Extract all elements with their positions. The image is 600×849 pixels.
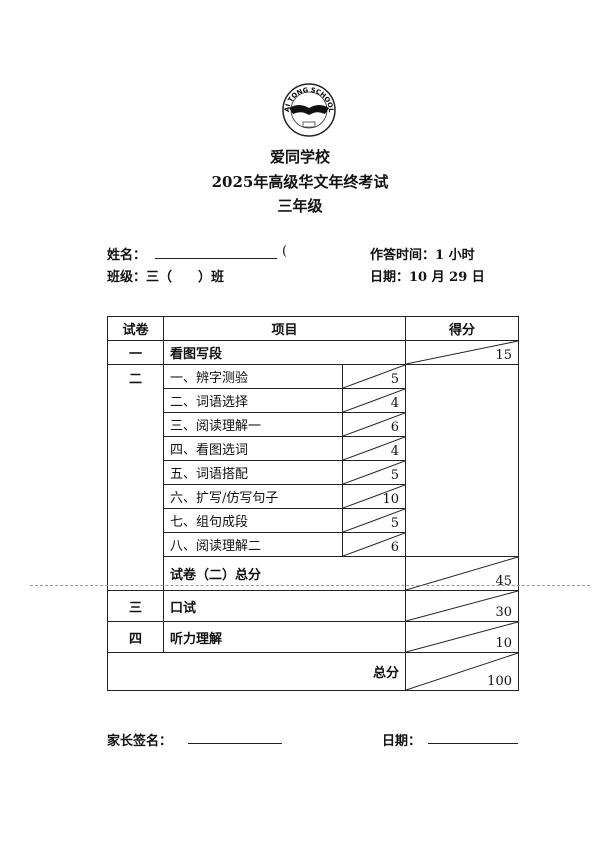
row4-score: 10 xyxy=(405,621,519,653)
row3-score: 30 xyxy=(405,590,519,622)
row4-item: 听力理解 xyxy=(163,621,406,653)
score-value: 15 xyxy=(495,348,512,363)
score-value: 4 xyxy=(390,396,399,411)
diagonal-line xyxy=(343,365,405,388)
score-value: 10 xyxy=(382,492,399,507)
subitem-score: 4 xyxy=(342,388,406,413)
subitem-score: 5 xyxy=(342,364,406,389)
footer-date-label: 日期： xyxy=(382,734,422,749)
header-paper: 试卷 xyxy=(107,316,164,341)
grand-total-score: 100 xyxy=(405,652,519,691)
school-name: 爱同学校 xyxy=(269,148,330,166)
score-value: 4 xyxy=(390,444,399,459)
row1-paper: 一 xyxy=(107,340,164,365)
subitem-label: 三、阅读理解一 xyxy=(163,412,343,437)
subitem-score: 5 xyxy=(342,460,406,485)
subitem-label: 七、组句成段 xyxy=(163,508,343,533)
score-value: 5 xyxy=(390,372,399,387)
diagonal-line xyxy=(343,389,405,412)
diagonal-line xyxy=(343,437,405,460)
name-field[interactable] xyxy=(155,258,277,259)
scan-line xyxy=(30,585,590,586)
row1-score: 15 xyxy=(405,340,519,365)
subitem-label: 一、辨字测验 xyxy=(163,364,343,389)
parent-sign-field[interactable] xyxy=(188,743,282,744)
subitem-score: 6 xyxy=(342,412,406,437)
row3-paper: 三 xyxy=(107,590,164,622)
score-value: 6 xyxy=(390,420,399,435)
subitem-score: 5 xyxy=(342,508,406,533)
subitem-score: 6 xyxy=(342,532,406,557)
score-value: 100 xyxy=(487,674,512,689)
school-logo: AI TONG SCHOOL xyxy=(281,82,337,138)
subitem-label: 六、扩写/仿写句子 xyxy=(163,484,343,509)
score-value: 5 xyxy=(390,516,399,531)
diagonal-line xyxy=(406,622,518,652)
diagonal-line xyxy=(343,509,405,532)
time-label: 作答时间：1 小时 xyxy=(370,248,475,263)
subitem-score: 4 xyxy=(342,436,406,461)
diagonal-line xyxy=(406,557,518,590)
row1-item: 看图写段 xyxy=(163,340,406,365)
name-paren: ( xyxy=(282,244,288,259)
class-label: 班级：三（ ）班 xyxy=(107,270,225,285)
row4-paper: 四 xyxy=(107,621,164,653)
header-score: 得分 xyxy=(405,316,519,341)
grand-total-label: 总分 xyxy=(107,652,406,691)
header-item: 项目 xyxy=(163,316,406,341)
subitem-label: 八、阅读理解二 xyxy=(163,532,343,557)
diagonal-line xyxy=(343,485,405,508)
subitem-label: 五、词语搭配 xyxy=(163,460,343,485)
score-value: 10 xyxy=(495,636,512,651)
score-value: 6 xyxy=(390,540,399,555)
grade-label: 三年级 xyxy=(277,197,323,215)
exam-title: 2025年高级华文年终考试 xyxy=(211,173,389,191)
name-label: 姓名： xyxy=(107,248,147,263)
score-value: 30 xyxy=(495,605,512,620)
subitem-score: 10 xyxy=(342,484,406,509)
parent-sign-label: 家长签名： xyxy=(107,734,173,749)
section2-score-blank xyxy=(405,364,519,557)
diagonal-line xyxy=(343,461,405,484)
footer-date-field[interactable] xyxy=(428,743,518,744)
diagonal-line xyxy=(406,341,518,364)
row3-item: 口试 xyxy=(163,590,406,622)
date-label: 日期：10 月 29 日 xyxy=(370,270,485,285)
diagonal-line xyxy=(406,591,518,621)
subitem-label: 四、看图选词 xyxy=(163,436,343,461)
section2-paper: 二 xyxy=(107,364,164,591)
diagonal-line xyxy=(343,533,405,556)
score-value: 5 xyxy=(390,468,399,483)
diagonal-line xyxy=(343,413,405,436)
subitem-label: 二、词语选择 xyxy=(163,388,343,413)
diagonal-line xyxy=(406,653,518,690)
